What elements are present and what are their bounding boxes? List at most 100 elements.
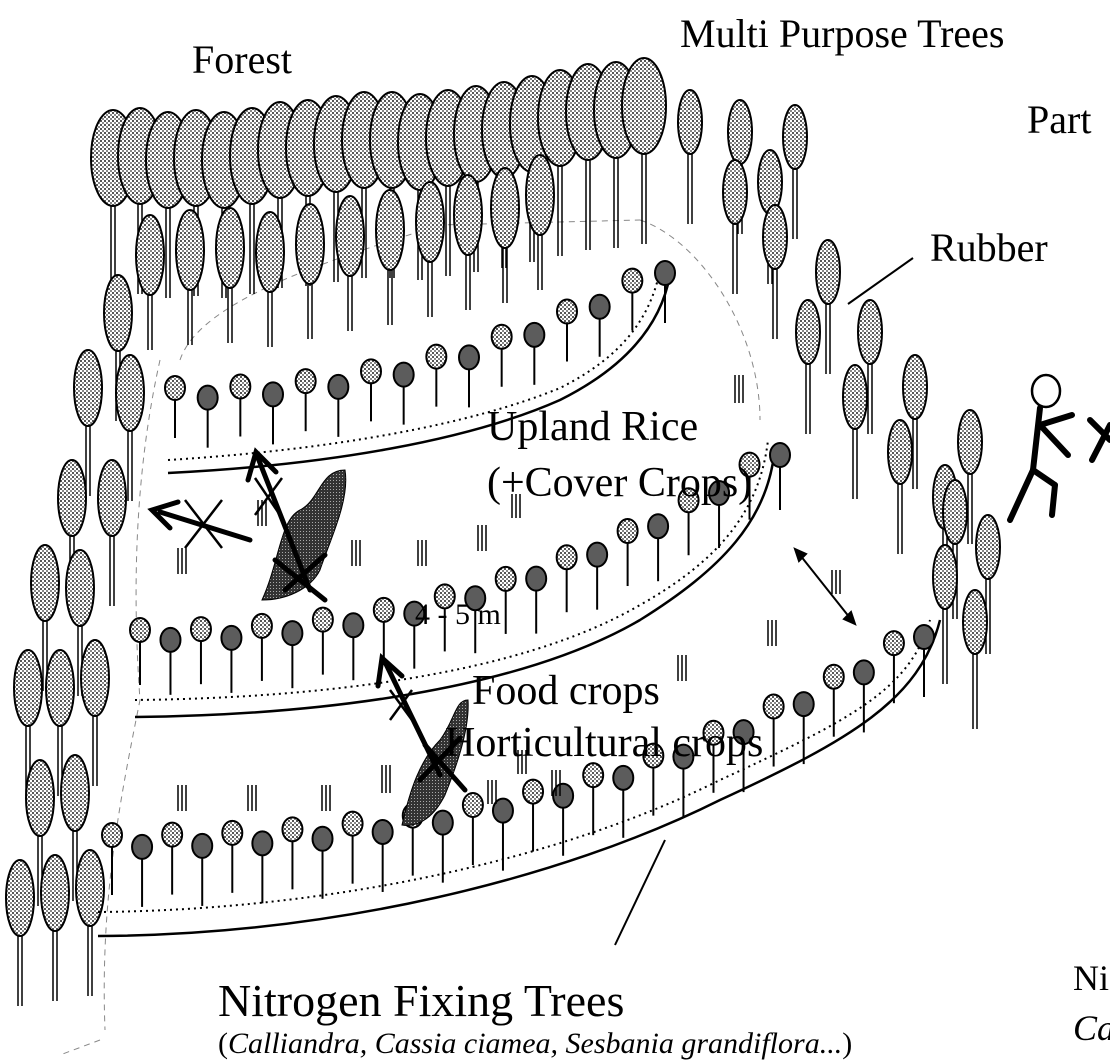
mpt-tree	[763, 205, 787, 339]
crop-mark	[832, 570, 840, 594]
forest-tree	[454, 175, 482, 310]
border-tree	[76, 850, 104, 996]
crop-mark	[352, 540, 360, 566]
mpt-tree	[816, 240, 840, 374]
rubber-trees	[933, 480, 1000, 729]
forest-tree	[216, 208, 244, 343]
nft-tree-dark	[328, 375, 348, 437]
nft-tree-dark	[192, 834, 212, 906]
nft-tree-dark	[770, 443, 790, 510]
nft-tree-dark	[526, 567, 546, 634]
nft-tree-light	[374, 598, 394, 665]
horticultural-crops-label: Horticultural crops	[445, 722, 763, 764]
nft-tree-dark	[587, 543, 607, 610]
hedgerow-spacing-label: 4 - 5 m	[415, 600, 501, 630]
person-walking-icon	[1010, 375, 1110, 520]
nft-tree-dark	[914, 625, 934, 697]
nft-tree-dark	[394, 363, 414, 425]
crop-mark	[178, 785, 186, 811]
nft-tree-light	[102, 823, 122, 895]
forest-tree	[376, 190, 404, 325]
crop-mark	[322, 785, 330, 811]
forest-tree	[256, 212, 284, 347]
nft-tree-light	[313, 608, 333, 675]
nft-tree-light	[191, 617, 211, 684]
mpt-tree	[678, 90, 702, 224]
forest-label: Forest	[192, 40, 292, 80]
nft-tree-light	[343, 812, 363, 884]
nft-tree-light	[764, 695, 784, 767]
mpt-tree	[888, 420, 912, 554]
distance-arrow-icon	[795, 549, 855, 624]
border-tree	[81, 640, 109, 786]
food-crops-label: Food crops	[472, 670, 660, 712]
mpt-tree	[783, 105, 807, 239]
nft-tree-dark	[590, 295, 610, 357]
contour-dotted-lines	[98, 270, 930, 912]
forest-tree	[416, 182, 444, 317]
nft-tree-light	[222, 821, 242, 893]
rubber-label: Rubber	[930, 228, 1048, 268]
nft-tree-light	[583, 763, 603, 835]
nft-tree-dark	[160, 628, 180, 695]
nft-tree-light	[252, 614, 272, 681]
nft-tree-dark	[493, 799, 513, 871]
nft-tree-light	[130, 618, 150, 685]
part-label: Part	[1027, 100, 1091, 140]
nft-tree-light	[492, 325, 512, 387]
species-names: Calliandra, Cassia ciamea, Sesbania gran…	[228, 1027, 842, 1060]
border-tree	[98, 460, 126, 606]
nft-tree-dark	[282, 621, 302, 688]
nitrogen-fixing-trees-label: Nitrogen Fixing Trees	[218, 978, 624, 1024]
border-trees-left	[6, 275, 144, 1006]
species-list-label: (Calliandra, Cassia ciamea, Sesbania gra…	[218, 1029, 852, 1059]
nft-tree-dark	[343, 613, 363, 680]
forest-tree	[491, 168, 519, 303]
nft-tree-light	[165, 376, 185, 438]
cover-crops-label: (+Cover Crops)	[487, 462, 752, 504]
nft-tree-dark	[854, 660, 874, 732]
crop-mark	[735, 375, 743, 403]
species-close-paren: )	[842, 1027, 852, 1060]
crop-mark	[488, 780, 496, 804]
upland-rice-label: Upland Rice	[487, 406, 698, 448]
nft-tree-light	[618, 519, 638, 586]
multi-purpose-trees	[678, 90, 982, 599]
nft-tree-light	[230, 375, 250, 437]
nft-tree-dark	[132, 835, 152, 907]
crop-mark	[478, 525, 486, 551]
species-open-paren: (	[218, 1027, 228, 1060]
multi-purpose-trees-label: Multi Purpose Trees	[680, 14, 1005, 54]
nft-tree-dark	[459, 345, 479, 407]
nft-tree-dark	[373, 820, 393, 892]
border-tree	[41, 855, 69, 1001]
border-tree	[6, 860, 34, 1006]
nft-tree-dark	[198, 386, 218, 448]
crop-mark	[248, 785, 256, 811]
nft-tree-light	[361, 359, 381, 421]
cut-off-label-line1: Ni	[1073, 960, 1109, 996]
forest-tree	[336, 196, 364, 331]
nft-tree-light	[824, 665, 844, 737]
mpt-tree	[843, 365, 867, 499]
crop-mark	[768, 620, 776, 646]
nft-tree-light	[426, 345, 446, 407]
nft-tree-light	[557, 299, 577, 361]
nft-tree-dark	[221, 626, 241, 693]
nft-tree-light	[463, 793, 483, 865]
crop-mark	[178, 548, 186, 574]
forest-tree	[136, 215, 164, 350]
forest-tree	[296, 204, 324, 339]
rubber-tree	[963, 590, 987, 729]
nft-tree-light	[296, 369, 316, 431]
crop-mark	[678, 655, 686, 681]
cut-off-label-line2: Ca	[1073, 1010, 1110, 1046]
crop-mark	[382, 765, 390, 793]
nft-tree-dark	[524, 323, 544, 385]
forest-trees	[91, 58, 666, 350]
crop-mark	[418, 540, 426, 566]
forest-tree	[526, 155, 554, 290]
nft-tree-dark	[252, 831, 272, 903]
